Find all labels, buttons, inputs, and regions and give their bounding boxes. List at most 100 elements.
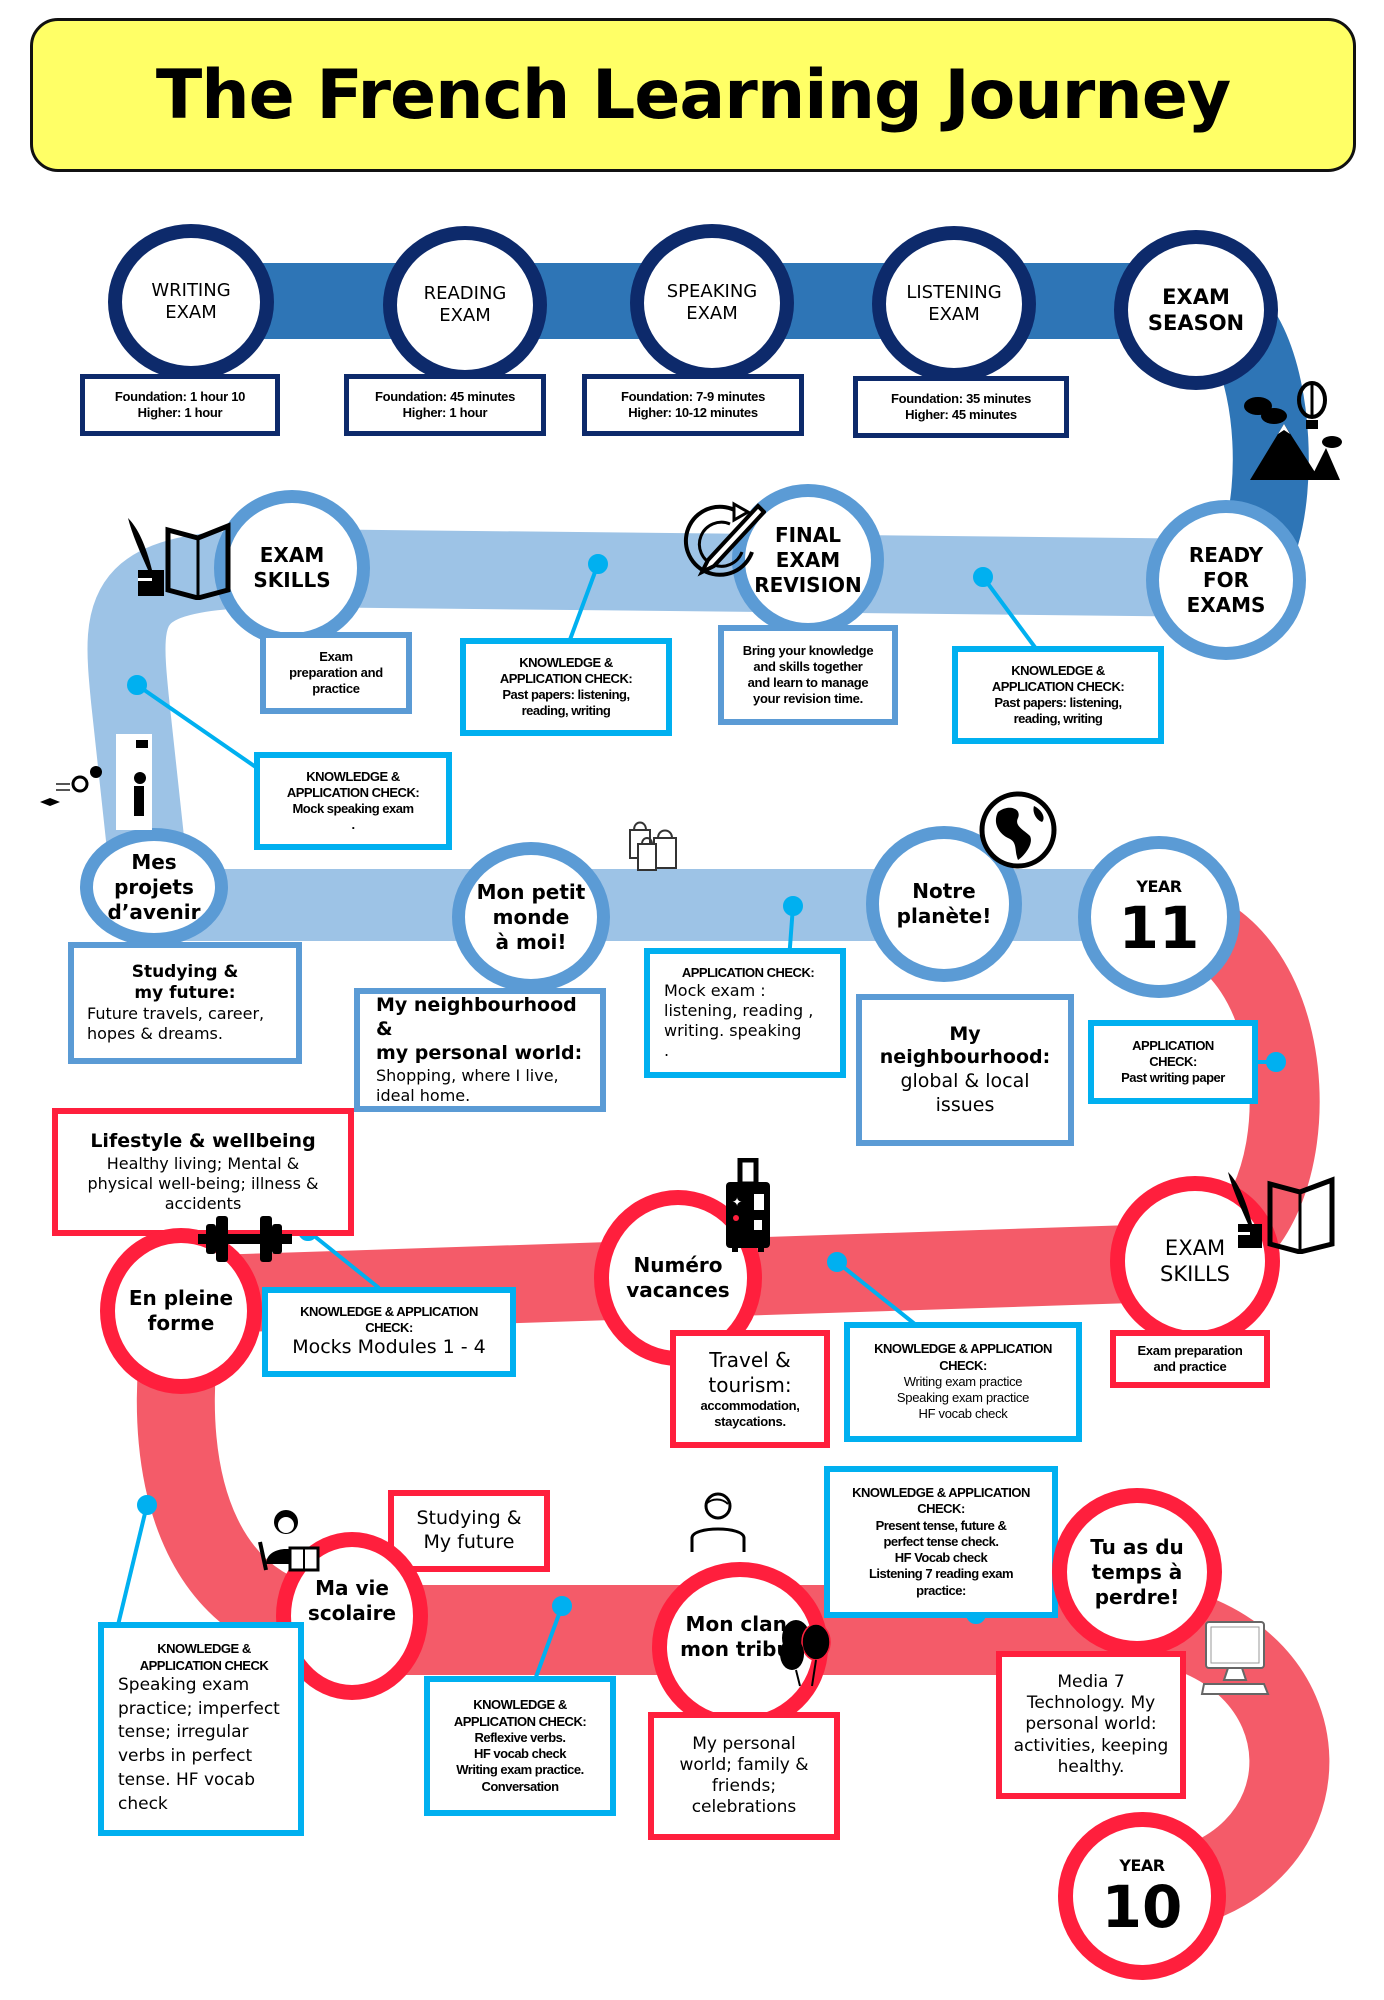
check-body: Reflexive verbs. HF vocab check Writing … (456, 1729, 584, 1794)
check-writing-speaking-practice: KNOWLEDGE & APPLICATION CHECK: Writing e… (844, 1322, 1082, 1442)
node-label: READY FOR EXAMS (1186, 542, 1266, 617)
node-exam-skills-y11: EXAM SKILLS (214, 490, 370, 646)
year-label: YEAR (1119, 1856, 1165, 1875)
node-tu-as-du-temps: Tu as du temps à perdre! (1052, 1488, 1222, 1656)
check-mocks-modules: KNOWLEDGE & APPLICATION CHECK: Mocks Mod… (262, 1287, 516, 1377)
higher-duration: Higher: 10-12 minutes (628, 405, 758, 420)
check-title: KNOWLEDGE & APPLICATION CHECK: (874, 1341, 1052, 1373)
node-label: Notre planète! (896, 879, 992, 928)
info-body: Healthy living; Mental & physical well-b… (87, 1153, 319, 1213)
year-number: 11 (1118, 894, 1200, 962)
connector-line (534, 1605, 564, 1678)
higher-duration: Higher: 1 hour (137, 405, 223, 420)
check-title: KNOWLEDGE & APPLICATION CHECK: (852, 1485, 1030, 1517)
check-speaking-imperfect: KNOWLEDGE & APPLICATION CHECK Speaking e… (98, 1622, 304, 1836)
student-icon (258, 1510, 320, 1572)
check-title: APPLICATION CHECK: (681, 964, 815, 980)
check-title: KNOWLEDGE & APPLICATION CHECK: (300, 1303, 478, 1336)
check-title: KNOWLEDGE & APPLICATION CHECK (139, 1641, 269, 1673)
node-label: READING EXAM (423, 282, 507, 327)
revision-pencil-icon (683, 501, 766, 577)
node-label: Numéro vacances (626, 1253, 730, 1302)
check-title: KNOWLEDGE & APPLICATION CHECK: (286, 768, 420, 800)
info-reading-exam: Foundation: 45 minutes Higher: 1 hour (344, 374, 546, 436)
node-label: En pleine forme (128, 1286, 234, 1335)
page-title: The French Learning Journey (155, 55, 1231, 135)
info-title: My neighbourhood & my personal world: (376, 994, 583, 1064)
node-label: Mes projets d’avenir (107, 849, 201, 924)
node-label: EXAM SKILLS (253, 543, 331, 592)
check-past-papers-1: KNOWLEDGE & APPLICATION CHECK: Past pape… (460, 638, 672, 736)
dumbbell-icon (198, 1216, 292, 1262)
check-body: Mocks Modules 1 - 4 (292, 1336, 486, 1359)
info-exam-skills-y10: Exam preparation and practice (1110, 1330, 1270, 1388)
connector-line (566, 563, 600, 646)
info-body: global & local issues (900, 1070, 1030, 1116)
node-label: Tu as du temps à perdre! (1090, 1534, 1184, 1609)
info-text: My personal world; family & friends; cel… (679, 1733, 809, 1818)
node-label: Ma vie scolaire (307, 1576, 397, 1625)
person-icon (690, 1492, 746, 1552)
info-writing-exam: Foundation: 1 hour 10 Higher: 1 hour (80, 374, 280, 436)
check-title: APPLICATION CHECK: (1132, 1037, 1214, 1069)
node-exam-season: EXAM SEASON (1114, 230, 1278, 390)
node-label: Mon petit monde à moi! (476, 879, 586, 954)
check-mock-exam: APPLICATION CHECK: Mock exam : listening… (644, 948, 846, 1078)
info-listening-exam: Foundation: 35 minutes Higher: 45 minute… (853, 376, 1069, 438)
check-body: Writing exam practice Speaking exam prac… (896, 1373, 1030, 1422)
connector-dot (827, 1252, 847, 1272)
node-label: LISTENING EXAM (906, 281, 1002, 326)
check-present-future-perfect: KNOWLEDGE & APPLICATION CHECK: Present t… (824, 1466, 1058, 1618)
suitcase-icon: ✦ (726, 1158, 770, 1252)
info-text: Studying & My future (416, 1507, 522, 1553)
node-label: FINAL EXAM REVISION (754, 522, 862, 597)
connector-dot (588, 554, 608, 574)
computer-icon (1200, 1621, 1270, 1695)
year-label: YEAR (1136, 877, 1182, 896)
balloons-icon (780, 1620, 831, 1687)
check-body: Past papers: listening, reading, writing (502, 687, 630, 719)
foundation-duration: Foundation: 1 hour 10 (114, 388, 246, 404)
info-body: Future travels, career, hopes & dreams. (87, 1004, 265, 1044)
connector-line (306, 1229, 381, 1290)
connector-dot (552, 1596, 572, 1616)
node-mon-petit-monde: Mon petit monde à moi! (452, 842, 610, 992)
svg-text:✦: ✦ (732, 1195, 742, 1209)
node-reading-exam: READING EXAM (383, 226, 547, 384)
info-title: My neighbourhood: (879, 1022, 1051, 1069)
info-speaking-exam: Foundation: 7-9 minutes Higher: 10-12 mi… (582, 374, 804, 436)
connector-dot (973, 567, 993, 587)
node-writing-exam: WRITING EXAM (108, 224, 274, 380)
check-body: Past papers: listening, reading, writing (994, 695, 1122, 727)
connector-line (135, 683, 262, 772)
info-text: Media 7 Technology. My personal world: a… (1013, 1671, 1169, 1777)
info-ma-vie-scolaire: Studying & My future (388, 1490, 550, 1572)
foundation-duration: Foundation: 45 minutes (374, 388, 515, 404)
info-numero-vacances: Travel & tourism: accommodation, staycat… (670, 1330, 830, 1448)
node-mes-projets: Mes projets d’avenir (80, 828, 228, 946)
connector-dot (1266, 1052, 1286, 1072)
info-en-pleine-forme: Lifestyle & wellbeing Healthy living; Me… (52, 1108, 354, 1236)
shopping-bags-icon (629, 821, 677, 871)
check-mock-speaking: KNOWLEDGE & APPLICATION CHECK: Mock spea… (254, 752, 452, 850)
info-exam-skills-y11: Exam preparation and practice (260, 632, 412, 714)
node-label: Mon clan, mon tribu! (680, 1612, 800, 1661)
info-title: Studying & my future: (131, 961, 239, 1003)
info-tu-as-du-temps: Media 7 Technology. My personal world: a… (996, 1651, 1186, 1799)
check-title: KNOWLEDGE & APPLICATION CHECK: (453, 1697, 587, 1729)
check-body: Present tense, future & perfect tense ch… (868, 1517, 1014, 1598)
connector-dot (783, 896, 803, 916)
info-body: accommodation, staycations. (700, 1397, 800, 1429)
node-label: EXAM SEASON (1147, 284, 1245, 335)
title-banner: The French Learning Journey (30, 18, 1356, 172)
node-speaking-exam: SPEAKING EXAM (630, 224, 794, 382)
info-text: Exam preparation and practice (1137, 1342, 1243, 1374)
info-text: Bring your knowledge and skills together… (742, 642, 874, 707)
year-number: 10 (1101, 1873, 1183, 1941)
info-body: Shopping, where I live, ideal home. (376, 1065, 559, 1105)
career-steps-icon (40, 734, 152, 830)
node-ready-for-exams: READY FOR EXAMS (1146, 500, 1306, 660)
info-title: Travel & tourism: (708, 1347, 792, 1397)
higher-duration: Higher: 45 minutes (905, 407, 1017, 422)
